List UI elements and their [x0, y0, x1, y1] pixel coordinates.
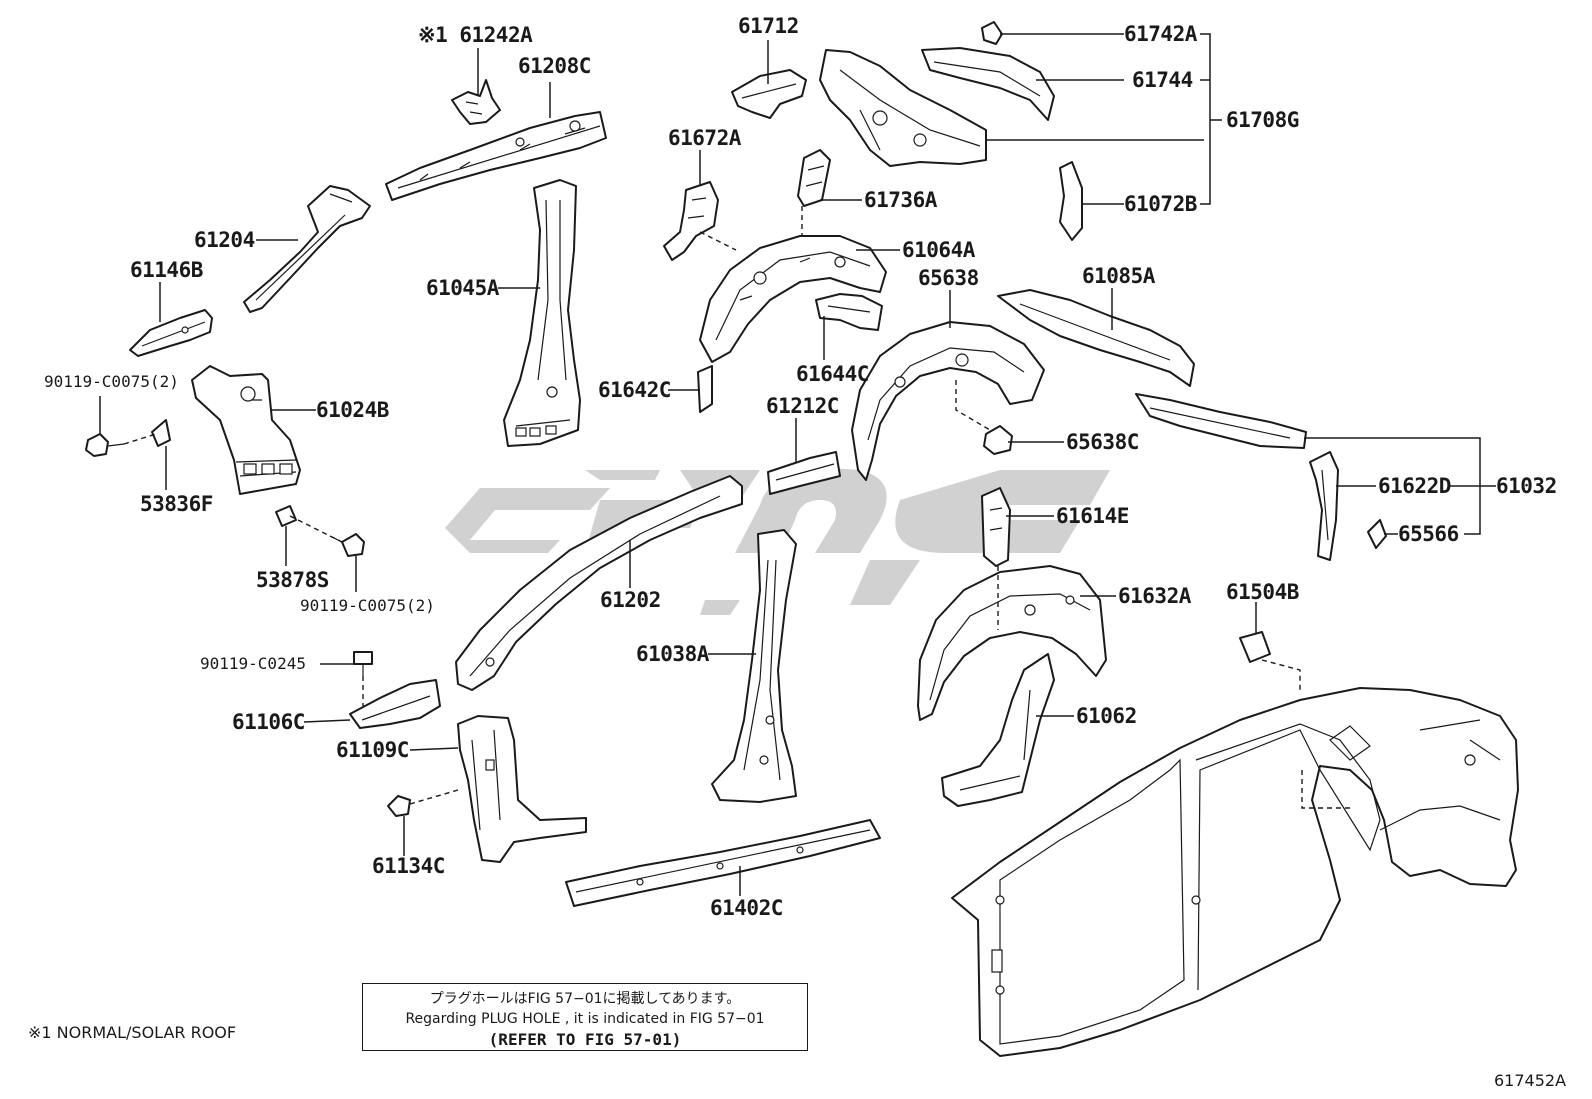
part-61614E: [981, 487, 1011, 567]
label-90119-C0075-upper: 90119-C0075(2): [44, 372, 179, 391]
label-61644C: 61644C: [796, 362, 869, 386]
label-61085A: 61085A: [1082, 264, 1155, 288]
label-53836F: 53836F: [140, 492, 213, 516]
label-61742A: 61742A: [1124, 22, 1197, 46]
bolt-90119-C0075-lower: [329, 533, 365, 557]
part-61032-panel: [1135, 393, 1307, 449]
label-65566: 65566: [1398, 522, 1459, 546]
label-61712: 61712: [738, 14, 799, 38]
part-61242A: [451, 79, 501, 125]
label-61204: 61204: [194, 228, 255, 252]
label-61212C: 61212C: [766, 394, 839, 418]
label-61708G: 61708G: [1226, 108, 1299, 132]
label-61024B: 61024B: [316, 398, 389, 422]
part-61045A: [503, 179, 581, 447]
note-line-english: Regarding PLUG HOLE , it is indicated in…: [405, 1011, 765, 1027]
label-90119-C0075-lower: 90119-C0075(2): [300, 596, 435, 615]
bolt-90119-C0245: [353, 651, 373, 676]
clip-53836F: [151, 419, 171, 447]
part-61744: [921, 47, 1055, 121]
clip-53878S: [275, 505, 297, 527]
part-61202: [455, 475, 743, 691]
label-61642C: 61642C: [598, 378, 671, 402]
label-61045A: 61045A: [426, 276, 499, 300]
label-61736A: 61736A: [864, 188, 937, 212]
part-65566: [1367, 519, 1387, 549]
part-61064A: [699, 235, 887, 363]
part-61644C: [815, 293, 883, 331]
part-61062: [941, 653, 1055, 807]
label-61032: 61032: [1496, 474, 1557, 498]
label-61672A: 61672A: [668, 126, 741, 150]
part-61708G-inner: [819, 49, 987, 167]
clip-65638C: [983, 425, 1013, 455]
footnote: ※1 NORMAL/SOLAR ROOF: [28, 1023, 237, 1042]
label-61208C: 61208C: [518, 54, 591, 78]
part-61024B: [191, 365, 301, 495]
note-line-reference: (REFER TO FIG 57-01): [488, 1030, 682, 1049]
part-61402C: [565, 819, 881, 907]
part-61146B: [129, 309, 213, 357]
assembly-lines: [123, 206, 1350, 809]
label-61038A: 61038A: [636, 642, 709, 666]
label-61146B: 61146B: [130, 258, 203, 282]
label-61614E: 61614E: [1056, 504, 1129, 528]
leader-lines: [99, 33, 1496, 896]
label-53878S: 53878S: [256, 568, 329, 592]
label-61072B: 61072B: [1124, 192, 1197, 216]
part-61632A: [917, 565, 1107, 721]
part-61085A: [997, 289, 1195, 387]
figure-id: 617452A: [1494, 1071, 1567, 1090]
label-65638: 65638: [918, 266, 979, 290]
label-61134C: 61134C: [372, 854, 445, 878]
part-61672A: [663, 181, 719, 261]
label-61242A: ※1 61242A: [418, 23, 533, 47]
bolt-90119-C0075-upper: [85, 433, 125, 457]
label-61504B: 61504B: [1226, 580, 1299, 604]
part-61204: [243, 185, 371, 313]
label-61744: 61744: [1132, 68, 1193, 92]
part-61622D: [1309, 451, 1339, 561]
part-61212C: [767, 451, 841, 495]
part-61106C: [349, 679, 441, 729]
label-61106C: 61106C: [232, 710, 305, 734]
part-61208C: [385, 111, 607, 201]
label-90119-C0245: 90119-C0245: [200, 654, 306, 673]
part-side-outer-panel: [951, 687, 1519, 1057]
part-61504B: [1239, 631, 1271, 663]
part-61072B: [1059, 161, 1083, 241]
part-61642C: [697, 365, 713, 413]
label-65638C: 65638C: [1066, 430, 1139, 454]
label-61202: 61202: [600, 588, 661, 612]
label-61062: 61062: [1076, 704, 1137, 728]
label-61402C: 61402C: [710, 896, 783, 920]
part-61742A: [981, 21, 1003, 45]
label-61632A: 61632A: [1118, 584, 1191, 608]
note-line-japanese: プラグホールはFIG 57−01に掲載してあります。: [429, 991, 741, 1007]
part-65638: [851, 321, 1045, 481]
part-61736A: [797, 149, 831, 207]
label-61109C: 61109C: [336, 738, 409, 762]
label-61064A: 61064A: [902, 238, 975, 262]
part-61712: [731, 69, 807, 119]
plug-hole-note: プラグホールはFIG 57−01に掲載してあります。 Regarding PLU…: [362, 983, 808, 1051]
part-61038A: [711, 529, 797, 803]
part-61134C: [387, 795, 411, 817]
label-61622D: 61622D: [1378, 474, 1451, 498]
part-61109C: [457, 715, 587, 863]
